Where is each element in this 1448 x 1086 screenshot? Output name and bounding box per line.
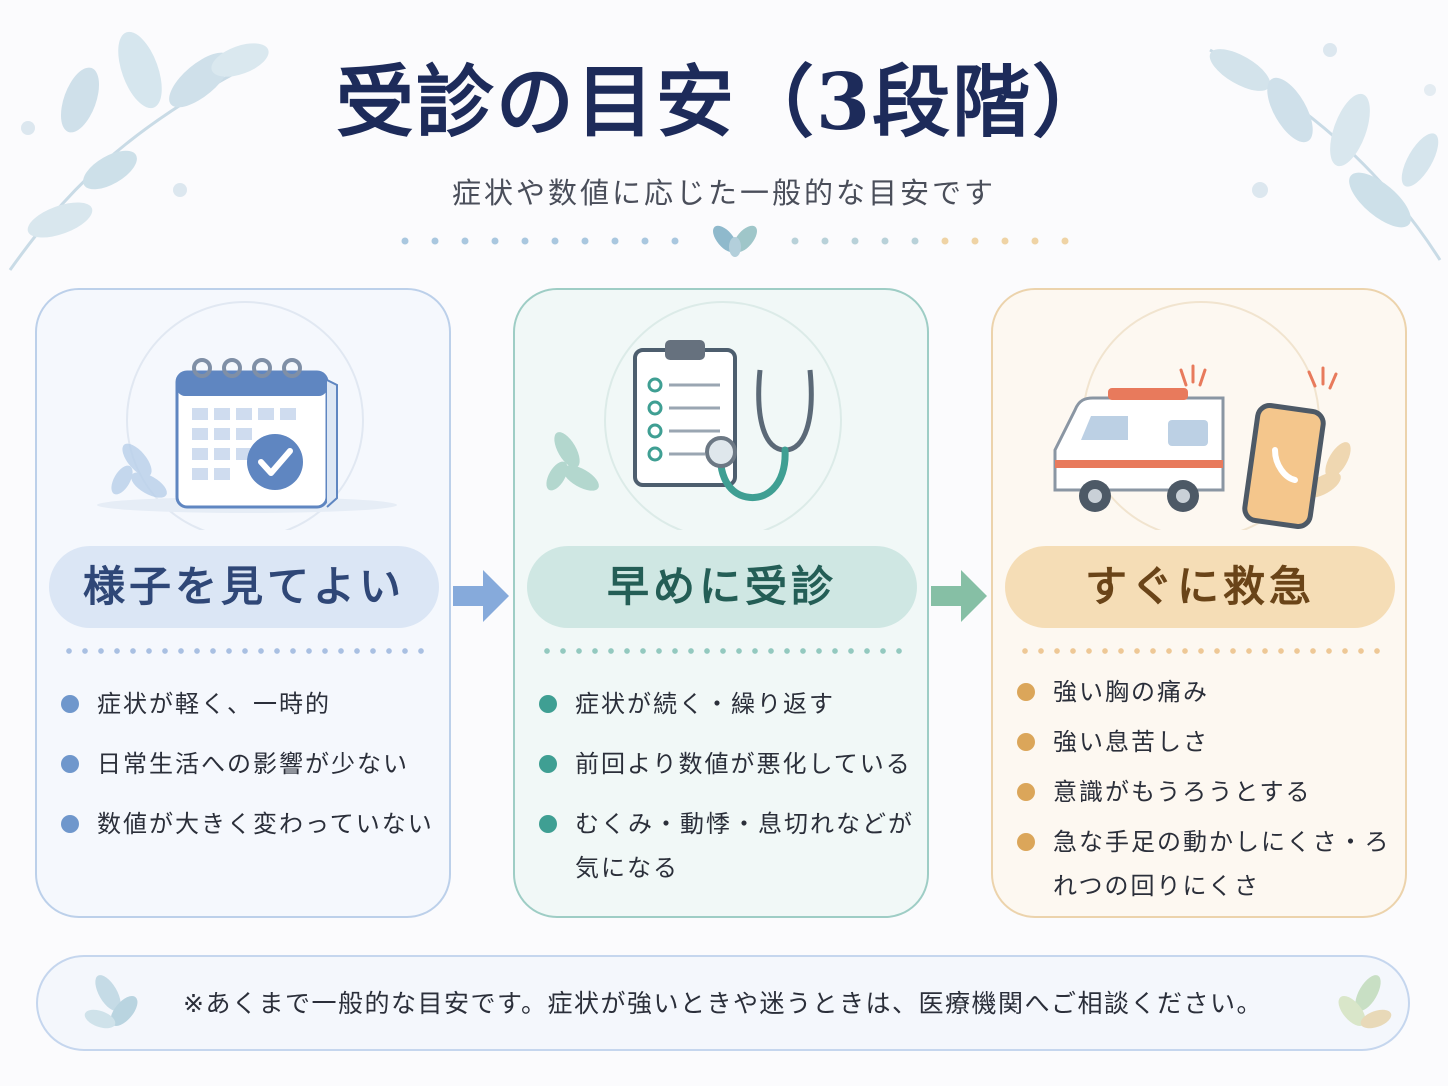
card-label: 様子を見てよい bbox=[49, 546, 439, 628]
item-list: 症状が続く・繰り返す 前回より数値が悪化している むくみ・動悸・息切れなどが気に… bbox=[539, 682, 915, 906]
calendar-check-icon bbox=[97, 301, 397, 530]
list-item: 意識がもうろうとする bbox=[1017, 770, 1393, 814]
list-item: 数値が大きく変わっていない bbox=[61, 802, 437, 846]
list-item: 症状が続く・繰り返す bbox=[539, 682, 915, 726]
page-title: 受診の目安（3段階） bbox=[335, 57, 1113, 148]
dotted-separator bbox=[61, 648, 429, 654]
card-see-doctor: 早めに受診 症状が続く・繰り返す 前回より数値が悪化している むくみ・動悸・息切… bbox=[513, 288, 929, 918]
bullet-icon bbox=[61, 695, 79, 713]
page-subtitle: 症状や数値に応じた一般的な目安です bbox=[451, 176, 996, 210]
leaf-sprig-left-icon bbox=[84, 975, 138, 1029]
leaf-branch-left-icon bbox=[8, 31, 269, 271]
card-emergency: すぐに救急 強い胸の痛み 強い息苦しさ 意識がもうろうとする 急な手足の動かしに… bbox=[991, 288, 1407, 918]
list-item: 日常生活への影響が少ない bbox=[61, 742, 437, 786]
bullet-icon bbox=[1017, 833, 1035, 851]
ambulance-phone-icon bbox=[1053, 301, 1351, 530]
leaf-sprig-right-icon bbox=[1338, 975, 1392, 1029]
card-label: すぐに救急 bbox=[1005, 546, 1395, 628]
list-item: 前回より数値が悪化している bbox=[539, 742, 915, 786]
bullet-icon bbox=[1017, 683, 1035, 701]
bullet-icon bbox=[61, 815, 79, 833]
clipboard-stethoscope-icon bbox=[546, 301, 842, 530]
note-text: ※あくまで一般的な目安です。症状が強いときや迷うときは、医療機関へご相談ください… bbox=[183, 989, 1263, 1018]
arrow-right-icon bbox=[453, 570, 509, 622]
bullet-icon bbox=[539, 815, 557, 833]
item-list: 症状が軽く、一時的 日常生活への影響が少ない 数値が大きく変わっていない bbox=[61, 682, 437, 862]
bullet-icon bbox=[61, 755, 79, 773]
disclaimer-note: ※あくまで一般的な目安です。症状が強いときや迷うときは、医療機関へご相談ください… bbox=[36, 955, 1410, 1051]
bullet-icon bbox=[539, 755, 557, 773]
dotted-separator bbox=[539, 648, 907, 654]
bullet-icon bbox=[539, 695, 557, 713]
dotted-divider bbox=[401, 225, 1069, 257]
list-item: 強い息苦しさ bbox=[1017, 720, 1393, 764]
list-item: 症状が軽く、一時的 bbox=[61, 682, 437, 726]
card-label: 早めに受診 bbox=[527, 546, 917, 628]
arrow-right-icon bbox=[931, 570, 987, 622]
list-item: 強い胸の痛み bbox=[1017, 670, 1393, 714]
dotted-separator bbox=[1017, 648, 1385, 654]
leaf-branch-right-icon bbox=[1209, 43, 1442, 261]
list-item: 急な手足の動かしにくさ・ろれつの回りにくさ bbox=[1017, 820, 1393, 908]
card-watch: 様子を見てよい 症状が軽く、一時的 日常生活への影響が少ない 数値が大きく変わっ… bbox=[35, 288, 451, 918]
bullet-icon bbox=[1017, 783, 1035, 801]
item-list: 強い胸の痛み 強い息苦しさ 意識がもうろうとする 急な手足の動かしにくさ・ろれつ… bbox=[1017, 670, 1393, 914]
bullet-icon bbox=[1017, 733, 1035, 751]
sprig-icon bbox=[713, 225, 757, 257]
list-item: むくみ・動悸・息切れなどが気になる bbox=[539, 802, 915, 890]
